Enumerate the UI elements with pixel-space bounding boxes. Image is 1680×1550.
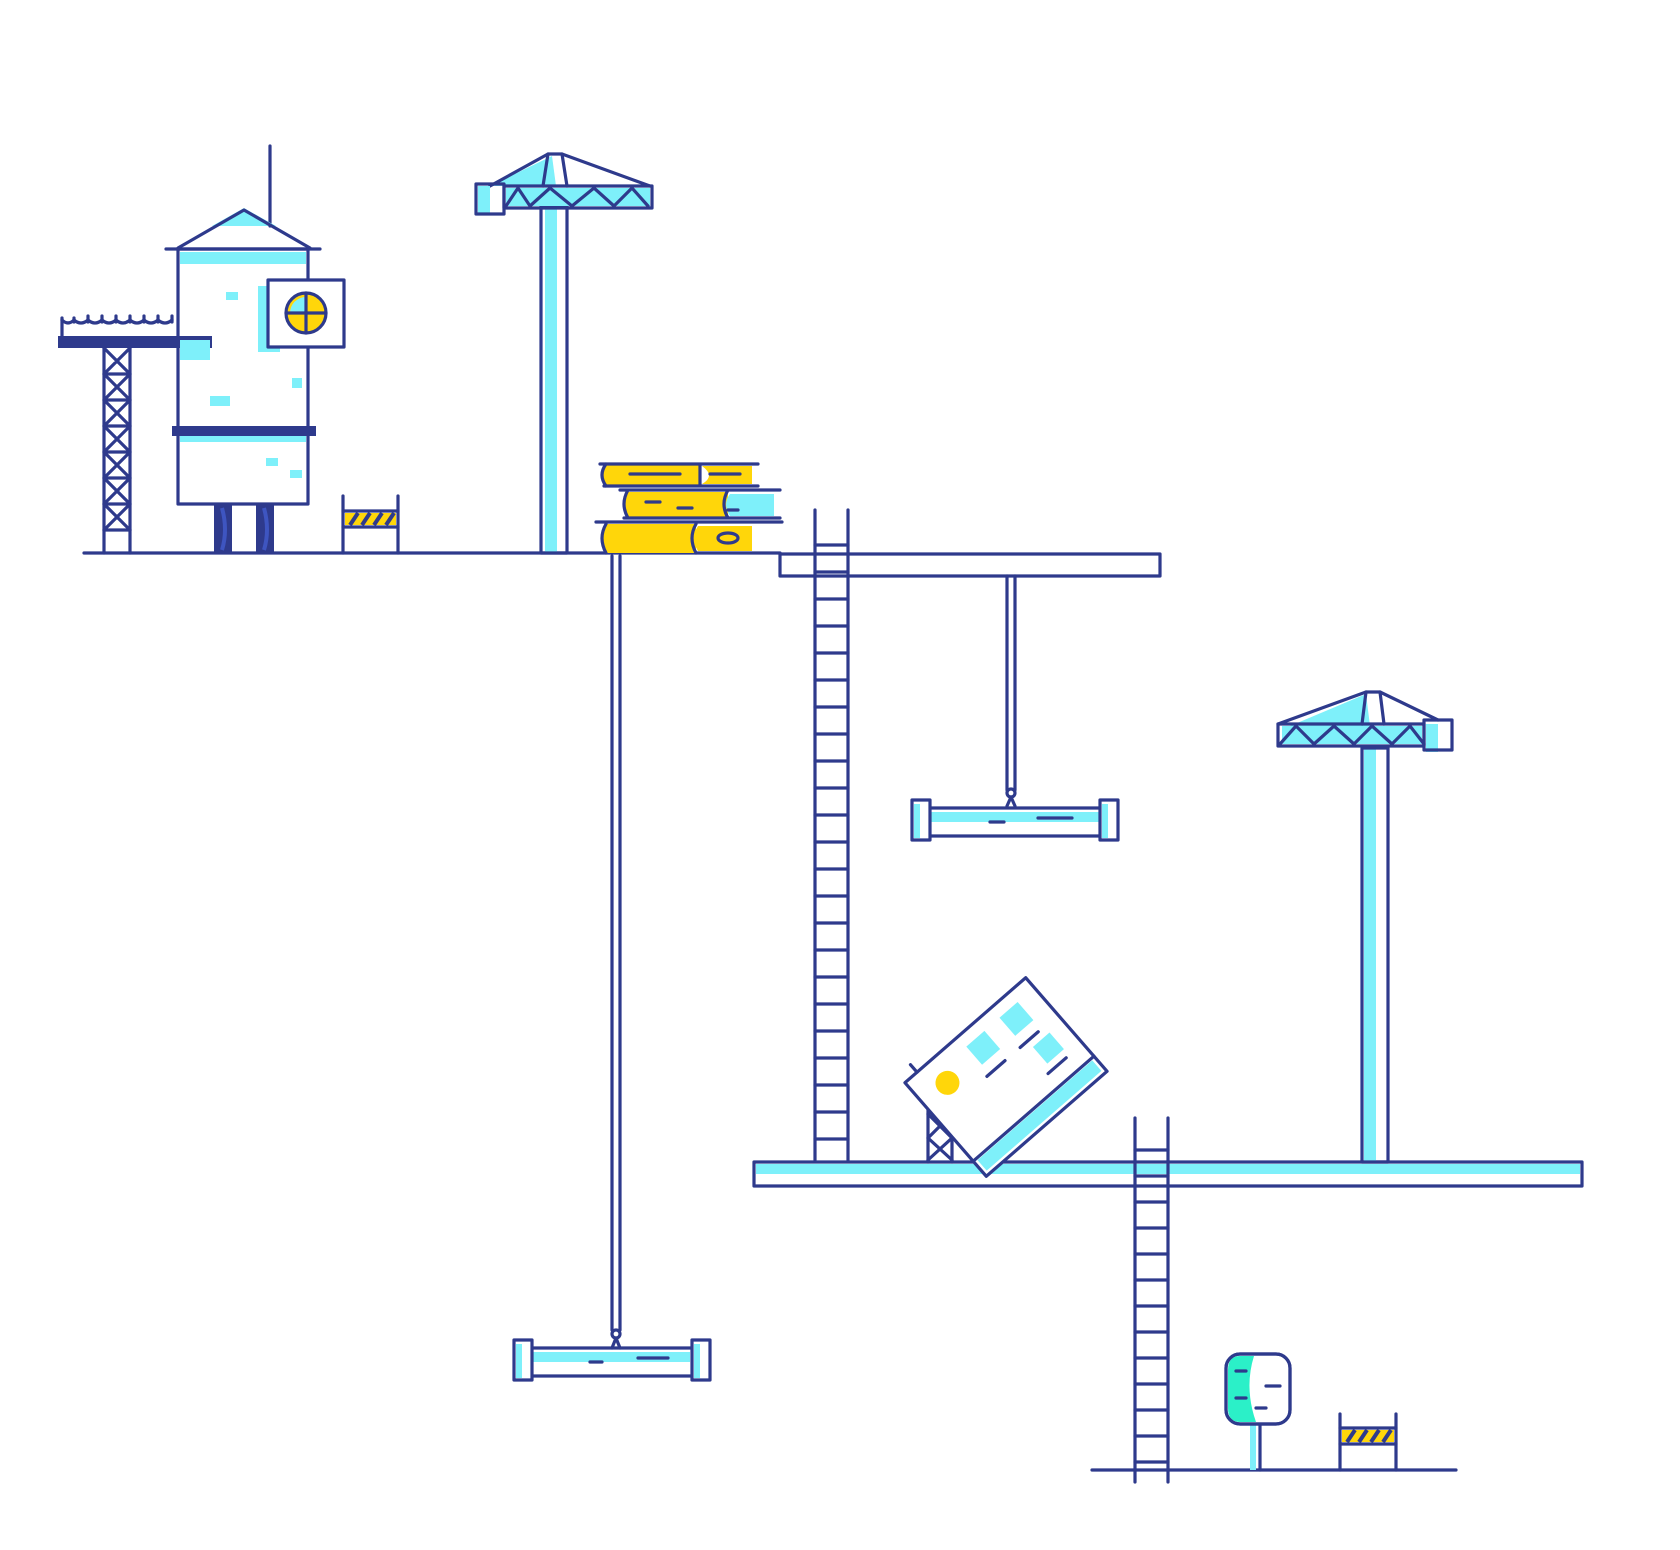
- ladder-icon: [813, 508, 850, 1162]
- building-icon: [164, 144, 346, 553]
- book-stack-icon: [594, 462, 784, 555]
- road-barrier-icon: [1338, 1412, 1398, 1472]
- ladder-icon: [1133, 1116, 1170, 1484]
- signpost-icon: [1224, 1352, 1292, 1472]
- scaffold-tower-icon: [58, 314, 212, 555]
- upper-platform: [778, 552, 1162, 578]
- road-barrier-icon: [341, 494, 400, 555]
- tower-crane-icon: [1276, 690, 1454, 1164]
- tower-crane-icon: [474, 152, 654, 555]
- hanging-beam-icon: [910, 574, 1120, 842]
- tilted-panel-icon: [903, 976, 1109, 1178]
- hanging-beam-icon: [512, 554, 712, 1382]
